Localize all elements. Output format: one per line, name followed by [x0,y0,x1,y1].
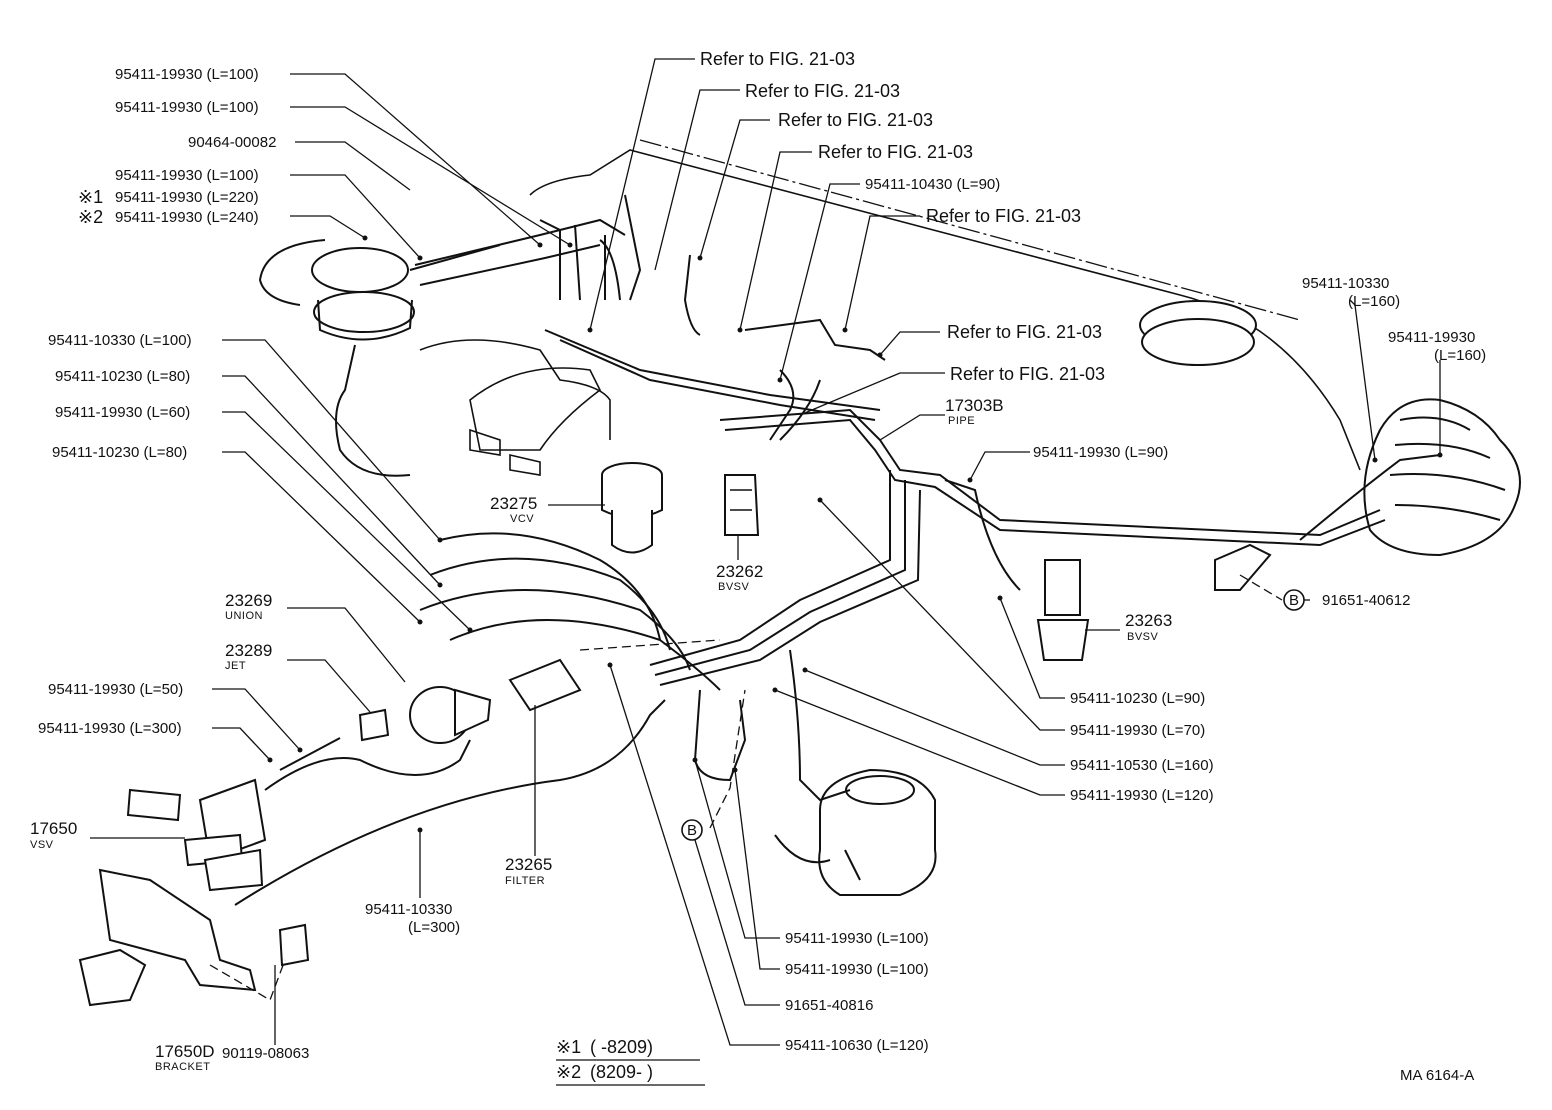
marker-b-right: B [1283,589,1305,611]
callout-95411-19930-l90: 95411-19930 (L=90) [1033,444,1168,461]
part-23275-number: 23275 [490,494,537,513]
callout-labels-right: 95411-19930 (L=100) 95411-19930 (L=100) … [785,176,1486,1054]
callout-90464-00082: 90464-00082 [188,134,276,151]
callout-91651-40612: 91651-40612 [1322,592,1410,609]
leader-dots [267,235,1443,833]
callout-95411-19930-l70: 95411-19930 (L=70) [1070,722,1205,739]
part-23263-name: BVSV [1127,631,1159,643]
part-17650d-name: BRACKET [155,1061,210,1073]
callout-90119-08063: 90119-08063 [222,1045,309,1062]
callout-95411-10230-l90: 95411-10230 (L=90) [1070,690,1205,707]
part-17650-name: VSV [30,839,54,851]
part-23263-number: 23263 [1125,611,1172,630]
callout-95411-19930-l100-c: 95411-19930 (L=100) [115,167,259,184]
callout-95411-10430-l90: 95411-10430 (L=90) [865,176,1000,193]
callout-95411-10330: 95411-10330 [365,901,452,918]
footnote-1-mark: ※1 [556,1037,581,1057]
callout-95411-19930-b: 95411-19930 [1388,329,1475,346]
callout-95411-19930-l100-b: 95411-19930 (L=100) [115,99,259,116]
callout-95411-19930-l50: 95411-19930 (L=50) [48,681,183,698]
callout-95411-10330-b-length: (L=160) [1348,293,1400,310]
footnote-1-text: ( -8209) [590,1037,653,1057]
part-labels: 23275 VCV 23262 BVSV 17303B PIPE 23263 B… [30,396,1172,1073]
callout-95411-19930-l60: 95411-19930 (L=60) [55,404,190,421]
callout-95411-10230-l80-b: 95411-10230 (L=80) [52,444,187,461]
callout-95411-10330-l100: 95411-10330 (L=100) [48,332,192,349]
part-17650-number: 17650 [30,819,77,838]
marker-b-bottom: B [681,819,703,841]
callout-95411-10630-l120: 95411-10630 (L=120) [785,1037,929,1054]
callout-95411-19930-l240: 95411-19930 (L=240) [115,209,259,226]
callout-95411-10530-l160: 95411-10530 (L=160) [1070,757,1214,774]
callout-91651-40816: 91651-40816 [785,997,873,1014]
part-17303b-name: PIPE [948,415,975,427]
footnote-2-text: (8209- ) [590,1062,653,1082]
callout-95411-19930-l100-e: 95411-19930 (L=100) [785,961,929,978]
refer-fig-1: Refer to FIG. 21-03 [700,49,855,69]
part-23269-number: 23269 [225,591,272,610]
callout-95411-10330-length: (L=300) [408,919,460,936]
callout-95411-10230-l80-a: 95411-10230 (L=80) [55,368,190,385]
part-17303b-number: 17303B [945,396,1004,415]
refer-fig-5: Refer to FIG. 21-03 [926,206,1081,226]
part-23269-name: UNION [225,610,263,622]
figure-references: Refer to FIG. 21-03 Refer to FIG. 21-03 … [700,49,1105,384]
callout-95411-19930-l300: 95411-19930 (L=300) [38,720,182,737]
callout-95411-19930-l100-d: 95411-19930 (L=100) [785,930,929,947]
marker-b-right-label: B [1289,592,1299,609]
refer-fig-4: Refer to FIG. 21-03 [818,142,973,162]
callout-95411-19930-l100-a: 95411-19930 (L=100) [115,66,259,83]
part-23262-name: BVSV [718,581,750,593]
figure-code: MA 6164-A [1400,1067,1474,1084]
callout-labels-left: 95411-19930 (L=100) 95411-19930 (L=100) … [38,66,460,1062]
part-23289-number: 23289 [225,641,272,660]
callout-95411-10330-b: 95411-10330 [1302,275,1389,292]
callout-95411-19930-l120: 95411-19930 (L=120) [1070,787,1214,804]
refer-fig-2: Refer to FIG. 21-03 [745,81,900,101]
callout-95411-19930-b-length: (L=160) [1434,347,1486,364]
footnotes: ※1 ( -8209) ※2 (8209- ) [556,1037,705,1086]
leader-lines [90,58,1441,1046]
marker-b-bottom-label: B [687,822,697,839]
footnote-2-mark: ※2 [556,1062,581,1082]
part-23265-name: FILTER [505,875,545,887]
variant-mark-2: ※2 [78,207,103,227]
callout-95411-19930-l220: 95411-19930 (L=220) [115,189,259,206]
engine-illustration [78,139,1521,1007]
part-23262-number: 23262 [716,562,763,581]
refer-fig-7: Refer to FIG. 21-03 [950,364,1105,384]
variant-mark-1: ※1 [78,187,103,207]
part-23275-name: VCV [510,513,534,525]
part-17650d-number: 17650D [155,1042,215,1061]
part-23289-name: JET [225,660,246,672]
refer-fig-6: Refer to FIG. 21-03 [947,322,1102,342]
refer-fig-3: Refer to FIG. 21-03 [778,110,933,130]
part-23265-number: 23265 [505,855,552,874]
